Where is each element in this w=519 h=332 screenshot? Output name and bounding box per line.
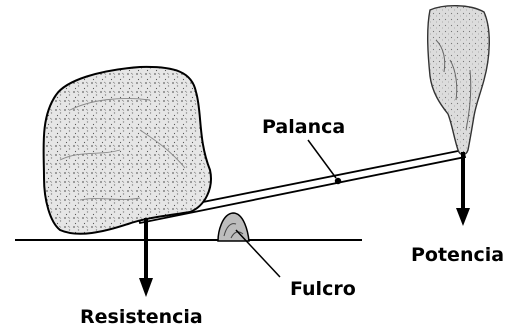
fulcro-label: Fulcro (290, 280, 356, 299)
palanca-label: Palanca (262, 118, 345, 137)
rock (44, 67, 211, 234)
potencia-label: Potencia (411, 246, 504, 265)
pointing-hand (428, 6, 490, 155)
fulcrum (218, 213, 249, 241)
fulcro-leader (236, 230, 280, 277)
potencia-arrow (456, 152, 470, 226)
palanca-leader (308, 140, 336, 178)
resistencia-arrow (139, 218, 153, 297)
resistencia-label: Resistencia (80, 308, 203, 327)
